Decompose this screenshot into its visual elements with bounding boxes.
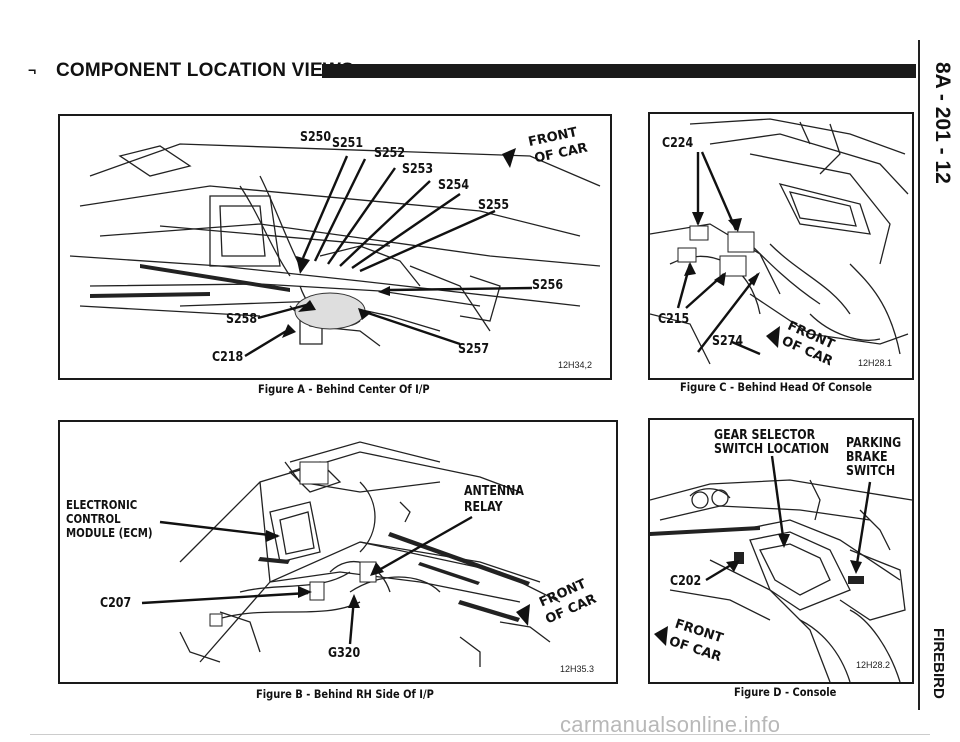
footer-rule xyxy=(30,734,930,735)
ecm-label-line1: ELECTRONIC xyxy=(66,498,138,512)
label-s254: S254 xyxy=(438,178,470,193)
gear-selector-line2: SWITCH LOCATION xyxy=(714,442,830,457)
antenna-relay-line2: RELAY xyxy=(464,500,503,515)
label-s258: S258 xyxy=(226,312,258,327)
figure-d-drawing xyxy=(650,455,912,682)
ecm-label-line2: CONTROL xyxy=(66,512,121,526)
figure-b: ELECTRONIC CONTROL MODULE (ECM) ANTENNA … xyxy=(58,420,618,684)
figure-b-drawing xyxy=(141,441,561,667)
label-s257: S257 xyxy=(458,342,490,357)
label-s253: S253 xyxy=(402,162,434,177)
figure-a: S250 S251 S252 S253 S254 S255 S256 S257 … xyxy=(58,114,612,380)
figure-code: 12H28.2 xyxy=(856,660,891,670)
parking-brake-line2: BRAKE xyxy=(846,450,888,465)
figure-d-caption: Figure D - Console xyxy=(734,685,837,699)
page-title: COMPONENT LOCATION VIEWS xyxy=(56,60,354,81)
label-s256: S256 xyxy=(532,278,564,293)
label-g320: G320 xyxy=(328,646,361,661)
label-s252: S252 xyxy=(374,146,406,161)
figure-code: 12H28.1 xyxy=(858,358,893,368)
figure-code: 12H35.3 xyxy=(560,664,595,674)
figure-b-caption: Figure B - Behind RH Side Of I/P xyxy=(256,687,434,701)
gear-selector-line1: GEAR SELECTOR xyxy=(714,428,816,443)
page-number: 8A - 201 - 12 xyxy=(931,62,954,184)
label-s250: S250 xyxy=(300,130,332,145)
side-rule xyxy=(918,40,920,710)
header-rule xyxy=(322,64,916,78)
figure-c-drawing xyxy=(650,118,909,365)
antenna-relay-line1: ANTENNA xyxy=(464,484,524,499)
figure-c: C224 C215 S274 FRONT OF CAR 12H28.1 xyxy=(648,112,914,380)
figure-d: GEAR SELECTOR SWITCH LOCATION PARKING BR… xyxy=(648,418,914,684)
figure-code: 12H34,2 xyxy=(558,360,593,370)
label-c207: C207 xyxy=(100,596,132,611)
parking-brake-line3: SWITCH xyxy=(846,464,896,479)
parking-brake-line1: PARKING xyxy=(846,436,902,451)
label-c224: C224 xyxy=(662,136,694,151)
label-c202: C202 xyxy=(670,574,702,589)
watermark: carmanualsonline.info xyxy=(560,712,781,737)
ecm-label-line3: MODULE (ECM) xyxy=(66,526,153,540)
figure-c-caption: Figure C - Behind Head Of Console xyxy=(680,380,872,394)
label-s255: S255 xyxy=(478,198,510,213)
model-name: FIREBIRD xyxy=(930,628,947,699)
label-s274: S274 xyxy=(712,334,744,349)
figure-a-caption: Figure A - Behind Center Of I/P xyxy=(258,382,430,396)
label-c215: C215 xyxy=(658,312,690,327)
figure-a-drawing xyxy=(69,143,601,358)
label-s251: S251 xyxy=(332,136,364,151)
header-mark: ¬ xyxy=(28,62,37,78)
label-c218: C218 xyxy=(212,350,244,365)
